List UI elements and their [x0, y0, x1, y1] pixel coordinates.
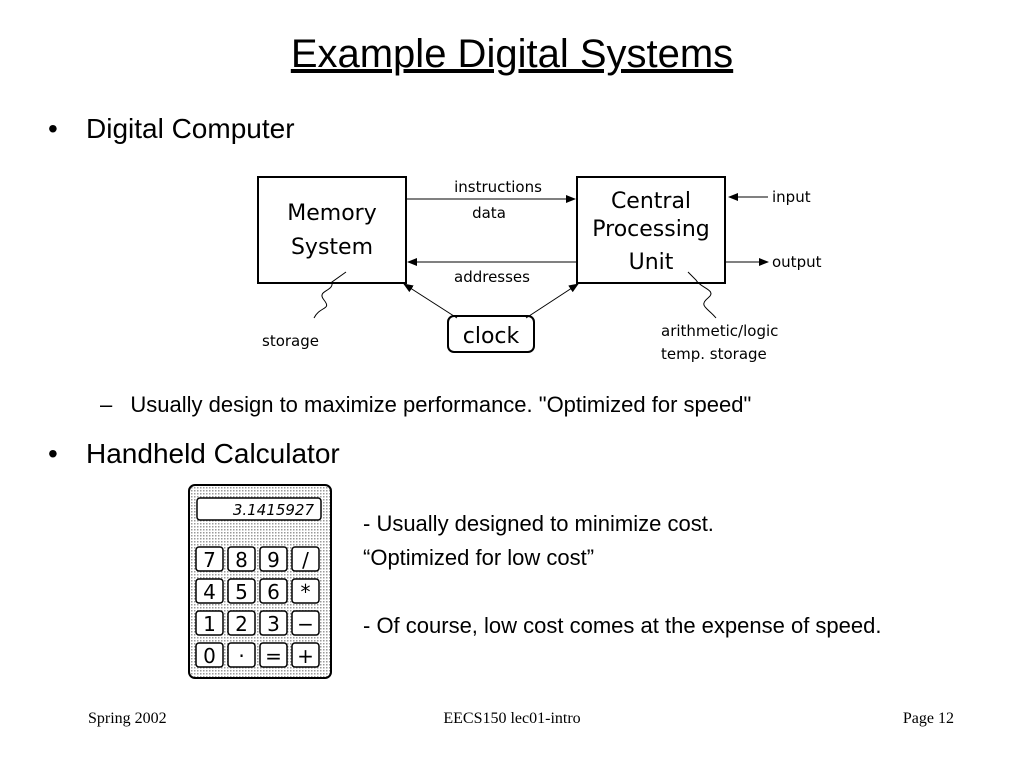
calculator-key-label: 6 — [267, 580, 280, 604]
storage-squiggle — [313, 271, 347, 319]
calculator-key — [291, 610, 320, 636]
instructions-label: instructions — [454, 178, 542, 196]
calculator-key-label: 2 — [235, 612, 248, 636]
calculator-key-label: 4 — [203, 580, 216, 604]
calculator-key — [227, 546, 256, 572]
addresses-label: addresses — [454, 268, 530, 286]
clock-label: clock — [463, 324, 520, 349]
calculator-key — [291, 546, 320, 572]
calculator-key-label: 3 — [267, 612, 280, 636]
footer-center: EECS150 lec01-intro — [443, 710, 581, 727]
calculator-key — [259, 642, 288, 668]
calculator-key — [195, 578, 224, 604]
calculator-key — [195, 642, 224, 668]
calculator-key-label: 9 — [267, 548, 280, 572]
calculator-key-label: / — [302, 548, 309, 572]
cpu-box — [576, 176, 726, 284]
clock-to-memory-arrow — [403, 283, 458, 319]
slide-title: Example Digital Systems — [290, 32, 734, 76]
memory-label-line2: System — [291, 235, 373, 260]
input-label: input — [772, 188, 811, 206]
calculator-description: - Usually designed to minimize cost. “Op… — [363, 507, 963, 643]
bullet-text: Digital Computer — [86, 113, 295, 144]
calculator-key-label: · — [238, 644, 244, 668]
data-label: data — [472, 204, 506, 222]
desc-line-3: - Of course, low cost comes at the expen… — [363, 613, 882, 638]
calculator-key-label: 0 — [203, 644, 216, 668]
calculator-key — [259, 578, 288, 604]
calculator-key-label: * — [301, 580, 311, 604]
calculator-key — [195, 546, 224, 572]
calculator-key — [291, 642, 320, 668]
calculator-key-label: 1 — [203, 612, 216, 636]
calculator-key — [259, 546, 288, 572]
bullet-glyph: • — [48, 113, 58, 144]
storage-label: storage — [262, 332, 319, 350]
cpu-label-line3: Unit — [629, 250, 674, 275]
memory-label-line1: Memory — [287, 201, 376, 226]
cpu-label-line1: Central — [611, 189, 691, 214]
calculator-key — [259, 610, 288, 636]
calculator-key-label: 5 — [235, 580, 248, 604]
bullet-text: Handheld Calculator — [86, 438, 340, 469]
computer-block-diagram: Memory System Central Processing Unit in… — [257, 176, 822, 363]
calculator-key — [227, 578, 256, 604]
desc-line-1: - Usually designed to minimize cost. — [363, 511, 714, 536]
sub-bullet-text: Usually design to maximize performance. … — [130, 392, 752, 417]
footer-right: Page 12 — [902, 710, 954, 727]
sub-bullet-dash: – — [100, 392, 113, 417]
calculator-key-label: + — [297, 644, 314, 668]
calculator-display-value: 3.1415927 — [233, 501, 315, 519]
calculator-key-label: = — [265, 644, 282, 668]
calculator-key — [291, 578, 320, 604]
sub-bullet-speed: – Usually design to maximize performance… — [100, 392, 751, 418]
clock-to-cpu-arrow — [525, 283, 579, 319]
calculator-display — [196, 497, 322, 521]
calculator-key-label: 7 — [203, 548, 216, 572]
output-label: output — [772, 253, 822, 271]
calculator-key-label: − — [297, 612, 314, 636]
calculator-key — [195, 610, 224, 636]
memory-system-box — [257, 176, 407, 284]
arith-label-line2: temp. storage — [661, 345, 767, 363]
arith-label-line1: arithmetic/logic — [661, 322, 778, 340]
arith-squiggle — [687, 271, 717, 319]
cpu-label-line2: Processing — [592, 217, 709, 242]
calculator-key — [227, 642, 256, 668]
desc-line-2: “Optimized for low cost” — [363, 545, 595, 570]
bullet-glyph: • — [48, 438, 58, 469]
calculator-key — [227, 610, 256, 636]
footer-left: Spring 2002 — [88, 710, 167, 727]
clock-box — [447, 315, 535, 353]
calculator-key-label: 8 — [235, 548, 248, 572]
